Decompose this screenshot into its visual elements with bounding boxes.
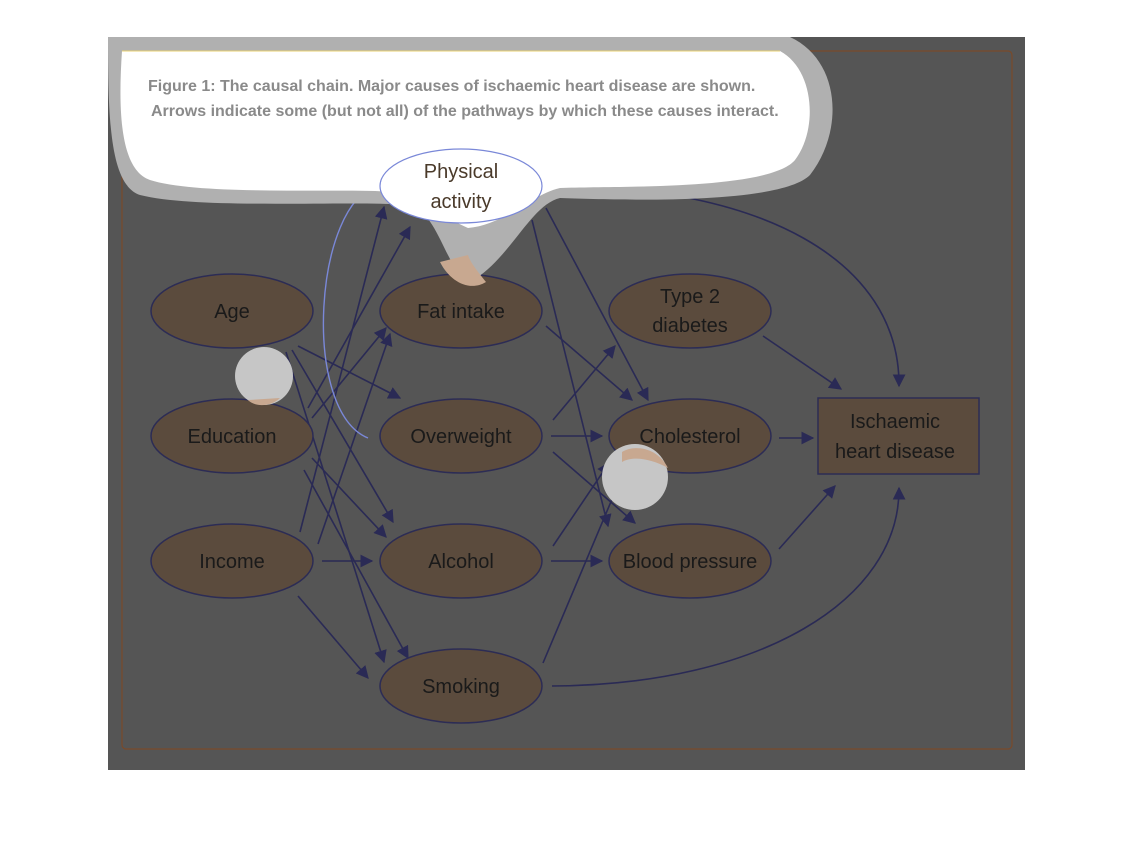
- node-fat-intake-label: Fat intake: [417, 301, 505, 323]
- node-cholesterol-label: Cholesterol: [639, 426, 740, 448]
- node-income-label: Income: [199, 551, 265, 573]
- node-overweight: [379, 398, 543, 474]
- edge-type2-ihd: [762, 335, 843, 390]
- node-education-label: Education: [188, 426, 277, 448]
- edge-physical-bp: [531, 219, 612, 528]
- edge-bp-ihd: [778, 485, 836, 550]
- node-physical-label-1: Physical: [424, 161, 498, 183]
- node-type2-diabetes: [608, 273, 772, 349]
- overlay-artifacts: [235, 255, 668, 510]
- edge-income-fat: [317, 332, 393, 545]
- edge-smoking-ihd: [551, 486, 906, 687]
- node-smoking: [379, 648, 543, 724]
- edge-age-smoking: [285, 351, 387, 664]
- node-age-label: Age: [214, 301, 250, 323]
- node-ihd-label-1: Ischaemic: [850, 411, 940, 433]
- edge-fat-cholesterol: [545, 325, 633, 401]
- node-ihd-label-2: heart disease: [835, 441, 955, 463]
- callout-body: [120, 51, 810, 228]
- node-ischaemic-heart-disease: [817, 397, 980, 475]
- edge-overweight-bp: [552, 451, 636, 524]
- nodes: Age Education Income Fat intake Overweig…: [150, 273, 980, 724]
- node-blood-pressure-label: Blood pressure: [623, 551, 758, 573]
- edge-education-alcohol: [311, 457, 387, 538]
- node-smoking-label: Smoking: [422, 676, 500, 698]
- node-physical-label-2: activity: [430, 191, 491, 213]
- caption-line-2: Arrows indicate some (but not all) of th…: [151, 103, 779, 120]
- edge-age-alcohol: [291, 349, 394, 524]
- edge-income-smoking: [297, 595, 369, 679]
- edge-physical-cholesterol: [545, 207, 649, 402]
- grey-blob-center-tan: [622, 448, 668, 468]
- grey-blob-left-tan: [248, 398, 280, 406]
- caption-callout: Figure 1: The causal chain. Major causes…: [108, 37, 833, 282]
- node-age: [150, 273, 314, 349]
- edge-education-fat: [311, 327, 387, 419]
- node-education: [150, 398, 314, 474]
- edge-income-physical: [299, 205, 388, 533]
- node-income: [150, 523, 314, 599]
- edge-alcohol-cholesterol: [552, 461, 610, 547]
- grey-blob-left: [235, 347, 293, 405]
- node-overweight-label: Overweight: [410, 426, 512, 448]
- node-alcohol-label: Alcohol: [428, 551, 494, 573]
- edge-education-smoking: [303, 469, 409, 660]
- node-blood-pressure: [608, 523, 772, 599]
- node-physical-activity: [379, 148, 543, 224]
- node-alcohol: [379, 523, 543, 599]
- node-type2-label-2: diabetes: [652, 315, 728, 337]
- node-type2-label-1: Type 2: [660, 286, 720, 308]
- edge-education-physical: [307, 225, 411, 409]
- tan-drip: [440, 255, 486, 286]
- edge-overweight-type2: [552, 345, 616, 421]
- caption-line-1: Figure 1: The causal chain. Major causes…: [148, 78, 755, 95]
